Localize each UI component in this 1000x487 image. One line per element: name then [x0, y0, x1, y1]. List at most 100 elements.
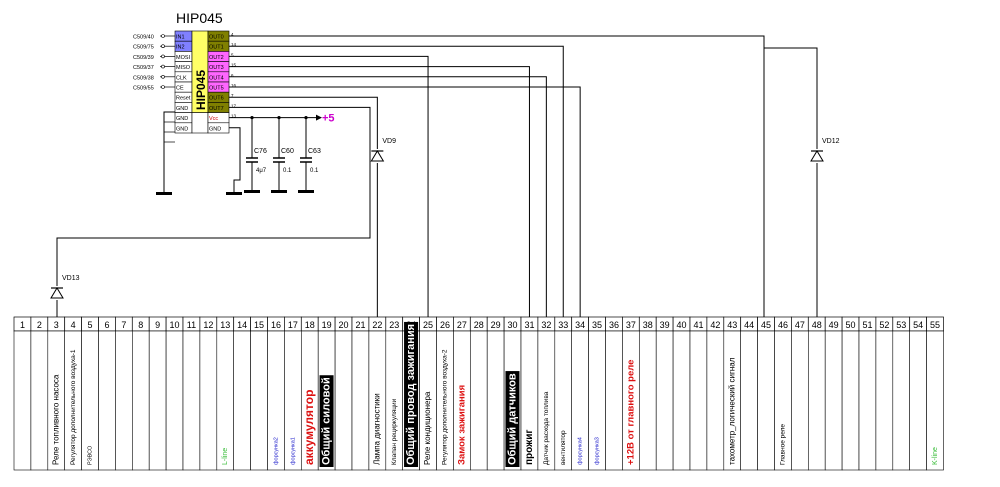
wire-out3: [229, 66, 530, 317]
connector-pin-number: 40: [677, 320, 687, 330]
diode-triangle: [810, 150, 824, 162]
chip-pin-number: 16: [231, 83, 237, 88]
connector-label-group: Общий провод зажигания: [404, 321, 419, 467]
diode-vd12: VD12: [810, 138, 840, 163]
connector-pin-number: 38: [643, 320, 653, 330]
connector-label-group: Замок зажигания: [456, 385, 467, 465]
chip-left-pin-label: Reset: [176, 96, 191, 102]
ground-symbol: [226, 192, 242, 195]
chip-pin-number: 4: [231, 32, 234, 37]
connector-label: Реле топливного насоса: [51, 374, 60, 465]
chip-input-terminal: [161, 85, 165, 89]
cap-value: 4μ7: [256, 168, 267, 174]
wire-out2: [229, 55, 429, 317]
cap-value: 0.1: [310, 168, 319, 174]
connector-pin-number: 4: [71, 320, 76, 330]
chip-pin-number: 7: [231, 93, 234, 98]
connector-label-group: +12В от главного реле: [625, 360, 636, 465]
connector-pin-number: 30: [508, 320, 518, 330]
chip-net-label: C509/37: [133, 65, 154, 71]
connector-pin-number: 34: [575, 320, 585, 330]
connector-pin-cell: [791, 330, 809, 471]
connector-pin-number: 29: [491, 320, 501, 330]
connector-label-group: Реле кондиционера: [423, 391, 432, 465]
diode-label: VD12: [822, 138, 840, 145]
connector-pin-number: 16: [271, 320, 281, 330]
vcc-label: +5: [322, 113, 335, 125]
chip-right-pin-label: GND: [209, 126, 221, 132]
connector-label: +12В от главного реле: [625, 360, 636, 465]
chip-net-label: C509/39: [133, 55, 154, 61]
connector-label-group: L-line: [222, 448, 229, 465]
connector-pin-cell: [875, 330, 894, 471]
connector-label: Датчик расхода топлива: [543, 391, 550, 465]
wire-out6: [229, 96, 378, 317]
connector-pin-cell: [892, 330, 910, 471]
diode-label: VD9: [382, 138, 396, 145]
chip-net-label: C509/38: [133, 75, 154, 81]
connector-pin-number: 6: [104, 320, 109, 330]
connector-label: Общий датчиков: [506, 373, 518, 465]
chip-net-label: C509/75: [133, 45, 154, 51]
chip-left-pin-label: MOSI: [176, 55, 191, 61]
connector-pin-number: 5: [88, 320, 93, 330]
chip-input-terminal: [161, 34, 165, 38]
connector-pin-cell: [757, 330, 775, 471]
connector-pin-cell: [926, 330, 944, 471]
chip-body-lower: [191, 112, 209, 134]
chip-net-label: C509/40: [133, 35, 154, 41]
chip-right-pin-label: OUT5: [209, 86, 224, 92]
chip-pin-number: 6: [231, 73, 234, 78]
diode-triangle: [370, 150, 385, 162]
connector-pin-number: 19: [322, 320, 332, 330]
connector-label-bg: [404, 321, 419, 467]
connector-pin-cell: [351, 330, 370, 471]
connector-pin-number: 36: [609, 320, 619, 330]
chip-right-pin-label: OUT2: [209, 55, 224, 61]
connector-pin-cell: [98, 330, 116, 471]
connector-label-group: аккумулятор: [302, 390, 316, 465]
connector-pin-cell: [165, 330, 184, 471]
chip-input-terminal: [161, 64, 165, 69]
connector-label-group: Главное реле: [780, 424, 787, 465]
connector-label-bg: [319, 375, 334, 467]
connector-pin-number: 31: [524, 320, 534, 330]
connector-label: Реле кондиционера: [423, 391, 432, 465]
connector-label: прожиг: [524, 429, 535, 465]
connector-pin-number: 20: [339, 320, 349, 330]
connector-pin-number: 26: [440, 320, 450, 330]
connector-pin-number: 37: [626, 320, 636, 330]
connector-pin-cell: [605, 330, 623, 471]
connector-label: Регулятор дополнительного воздуха-1: [70, 349, 77, 465]
connector-pin-number: 25: [423, 320, 433, 330]
connector-pin-cell: [486, 330, 505, 471]
connector-label-group: Общий датчиков: [505, 371, 520, 467]
connector-pin-number: 18: [305, 320, 315, 330]
diode-vd13: VD13: [50, 275, 80, 300]
chip-left-pin-label: GND: [176, 106, 188, 112]
connector-pin-number: 47: [795, 320, 805, 330]
connector-label: L-line: [222, 448, 229, 465]
chip-left-pin-label: CLK: [176, 75, 187, 81]
connector-label: Главное реле: [780, 424, 787, 465]
gnd-link: [233, 170, 241, 192]
ground-symbol: [156, 192, 172, 195]
cap-ground-symbol: [298, 190, 314, 193]
connector-pin-cell: [841, 330, 860, 471]
connector-pin-number: 52: [879, 320, 889, 330]
chip-input-terminal: [161, 75, 165, 79]
chip-net-label: C509/55: [133, 86, 154, 92]
wire-out7: [56, 106, 371, 317]
chip-right-pin-label: OUT3: [209, 65, 224, 71]
connector-pin-cell: [740, 330, 758, 471]
connector-label: Общий силовой: [321, 377, 333, 465]
connector-pin-number: 43: [727, 320, 737, 330]
connector-pin-number: 28: [474, 320, 484, 330]
connector-pin-cell: [824, 330, 843, 471]
connector-pin-cell: [672, 330, 691, 471]
connector-pin-cell: [469, 330, 488, 471]
connector-label: Регулятор дополнительного воздуха-2: [442, 349, 449, 465]
